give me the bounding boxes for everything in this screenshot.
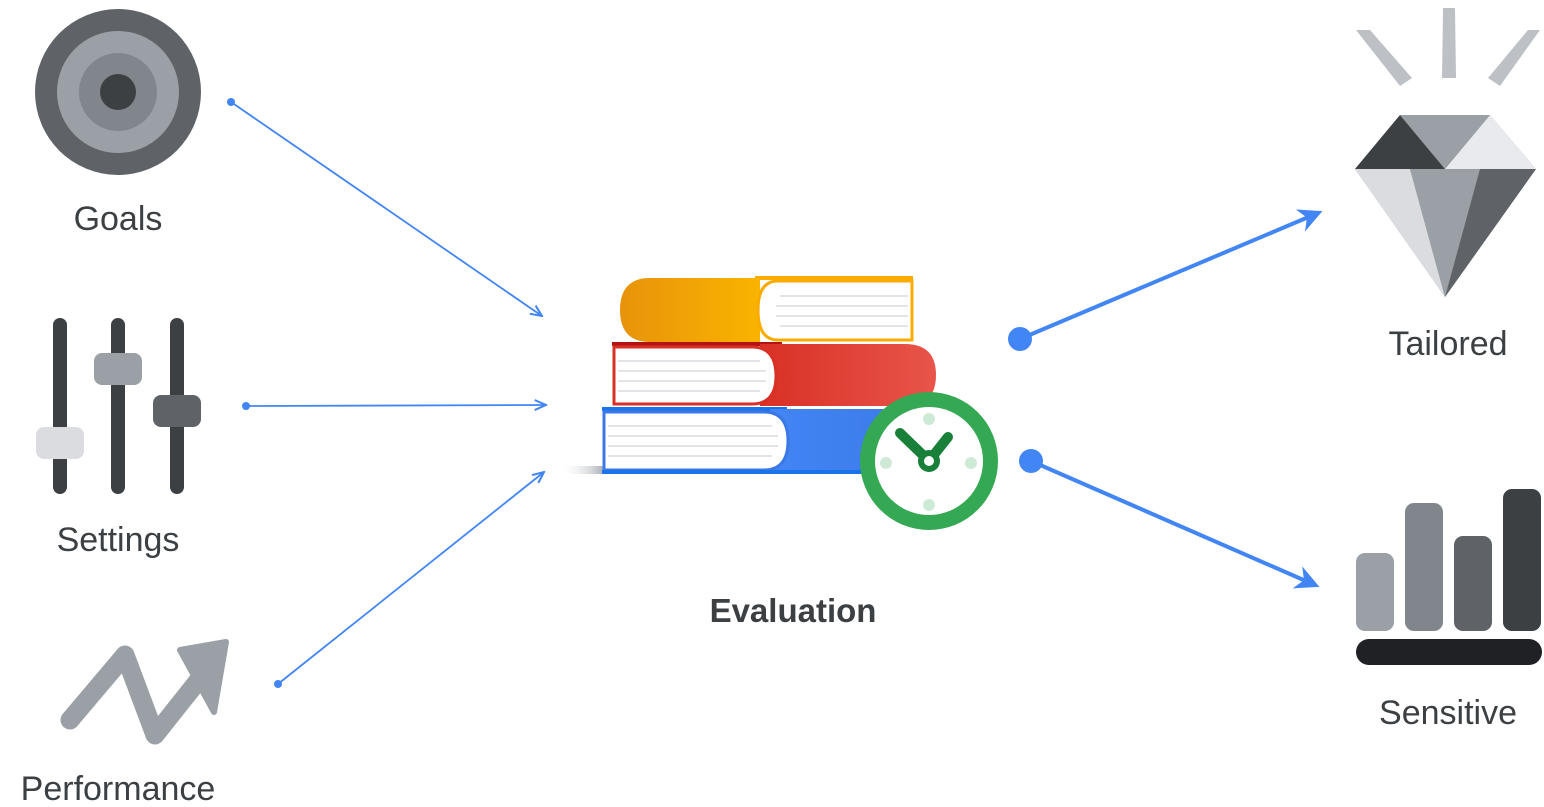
output-arrows [1008, 209, 1323, 589]
evaluation-label: Evaluation [710, 592, 877, 629]
settings-arrow [245, 405, 546, 406]
tailored-label: Tailored [1388, 325, 1507, 363]
target-icon [35, 9, 201, 175]
goals-arrow [230, 101, 542, 316]
goals-label: Goals [74, 200, 163, 238]
clock-icon [860, 392, 998, 530]
input-arrows [227, 98, 546, 688]
performance-label: Performance [21, 770, 216, 807]
sensitive-label: Sensitive [1379, 694, 1517, 732]
diamond-icon [1355, 8, 1540, 297]
settings-label: Settings [57, 521, 180, 559]
yellow-book [620, 276, 914, 342]
bar-levels-icon [1356, 489, 1542, 665]
tailored-arrow [1019, 209, 1323, 341]
book-shadow [560, 466, 608, 474]
trend-arrow-icon [60, 639, 229, 745]
red-book [612, 342, 936, 406]
performance-arrow [277, 472, 544, 685]
sliders-icon [36, 318, 201, 494]
sensitive-arrow [1030, 459, 1320, 589]
books-with-clock-icon [560, 276, 998, 530]
